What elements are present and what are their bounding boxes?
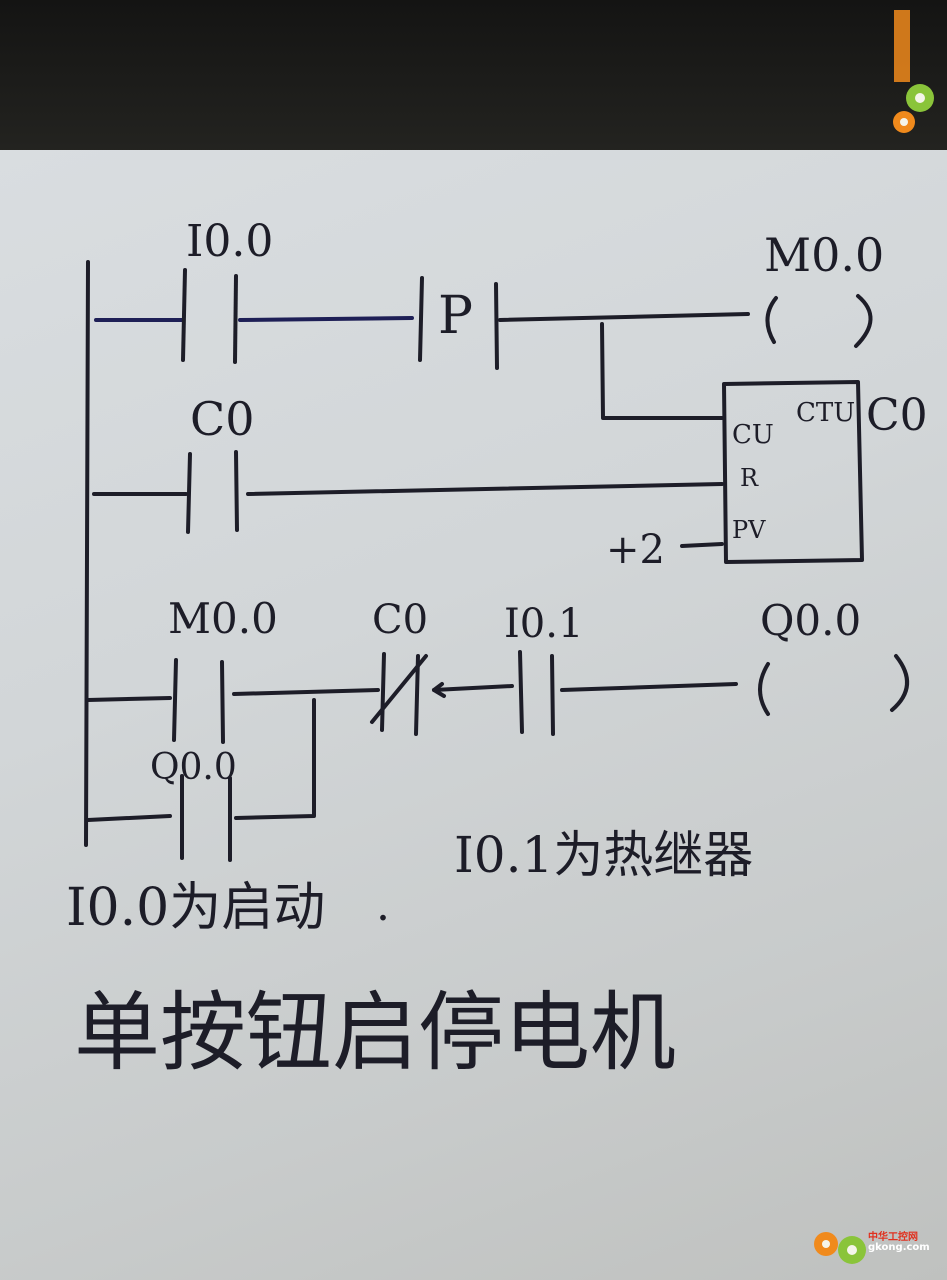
contact-c0nc-right bbox=[414, 654, 420, 736]
label-counter-type: CTU bbox=[796, 398, 856, 428]
label-c0-reset: C0 bbox=[190, 392, 255, 446]
watermark-site: gkong.com bbox=[868, 1242, 930, 1253]
coil-q00-left bbox=[758, 662, 770, 716]
note-dot: . bbox=[376, 880, 390, 931]
label-p-edge: P bbox=[438, 286, 473, 346]
watermark-brand: 中华工控网 bbox=[868, 1232, 918, 1243]
label-m00-contact: M0.0 bbox=[168, 594, 278, 643]
watermark-bottom: 中华工控网 gkong.com bbox=[810, 1220, 940, 1272]
contact-c0nc-left bbox=[380, 652, 386, 732]
label-r-pin: R bbox=[740, 464, 759, 492]
coil-m00-right bbox=[854, 294, 873, 348]
label-cu-pin: CU bbox=[732, 420, 774, 450]
title-note: 单按钮启停电机 bbox=[74, 983, 676, 1083]
rung-3 bbox=[86, 650, 738, 862]
contact-i00-left bbox=[181, 268, 187, 362]
label-c0-nc: C0 bbox=[372, 597, 429, 643]
label-q00-contact: Q0.0 bbox=[150, 747, 237, 788]
note-i01: I0.1为热继器 bbox=[454, 826, 754, 884]
rung-2 bbox=[92, 450, 724, 534]
contact-c0-right bbox=[234, 450, 239, 532]
contact-i01-left bbox=[518, 650, 524, 734]
label-preset: +2 bbox=[606, 527, 665, 573]
coil-m00-left bbox=[765, 296, 778, 344]
watermark-top bbox=[886, 10, 938, 140]
contact-i00-right bbox=[233, 274, 238, 364]
p-edge-right bbox=[494, 282, 499, 370]
label-i00: I0.0 bbox=[186, 216, 274, 267]
p-edge-left bbox=[418, 276, 424, 362]
coil-q00-right bbox=[890, 654, 910, 712]
label-pv-pin: PV bbox=[732, 516, 766, 544]
label-counter-name: C0 bbox=[866, 390, 928, 441]
gear-logo-icon bbox=[893, 10, 934, 133]
rung-1 bbox=[94, 268, 750, 420]
contact-c0-left bbox=[186, 452, 192, 534]
gear-logo-icon bbox=[814, 1232, 866, 1264]
label-i01: I0.1 bbox=[504, 601, 584, 647]
note-i00: I0.0为启动 bbox=[66, 878, 326, 938]
left-power-rail bbox=[84, 260, 90, 847]
contact-i01-right bbox=[550, 654, 555, 736]
contact-m00-left bbox=[172, 658, 178, 742]
contact-m00-right bbox=[220, 660, 225, 744]
counter-box bbox=[722, 380, 864, 564]
paper-sheet bbox=[0, 150, 947, 1280]
label-m00-coil: M0.0 bbox=[764, 228, 885, 282]
label-q00-coil: Q0.0 bbox=[760, 596, 862, 645]
